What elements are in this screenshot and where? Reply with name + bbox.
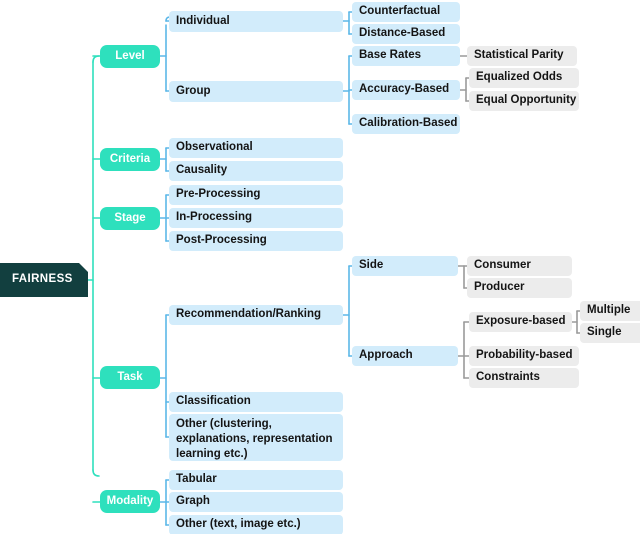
node-modality-other[interactable]: Other (text, image etc.): [169, 515, 343, 534]
node-producer[interactable]: Producer: [467, 278, 572, 298]
node-observational[interactable]: Observational: [169, 138, 343, 158]
node-label: Counterfactual: [359, 5, 441, 18]
branch-label: Stage: [114, 211, 146, 224]
node-label: Other (text, image etc.): [176, 518, 301, 531]
node-equal-opportunity[interactable]: Equal Opportunity: [469, 91, 579, 111]
node-counterfactual[interactable]: Counterfactual: [352, 2, 460, 22]
node-pre-processing[interactable]: Pre-Processing: [169, 185, 343, 205]
node-label: Group: [176, 84, 211, 97]
node-label: Consumer: [474, 259, 531, 272]
node-label: Statistical Parity: [474, 49, 564, 62]
node-label: Classification: [176, 395, 251, 408]
root-label: FAIRNESS: [12, 273, 73, 286]
node-label: Individual: [176, 14, 230, 27]
branch-label: Level: [115, 49, 145, 62]
node-label: Calibration-Based: [359, 117, 458, 130]
root-node-fairness[interactable]: FAIRNESS: [0, 263, 88, 297]
node-individual[interactable]: Individual: [169, 11, 343, 32]
node-exposure-based[interactable]: Exposure-based: [469, 312, 572, 332]
node-label: Base Rates: [359, 49, 422, 62]
node-side[interactable]: Side: [352, 256, 458, 276]
node-label: Other (clustering, explanations, represe…: [176, 418, 333, 460]
node-label: Tabular: [176, 473, 217, 486]
node-recommendation-ranking[interactable]: Recommendation/Ranking: [169, 305, 343, 325]
node-label: Multiple: [587, 304, 631, 317]
node-label: Observational: [176, 141, 253, 154]
node-post-processing[interactable]: Post-Processing: [169, 231, 343, 251]
node-label: Equalized Odds: [476, 71, 563, 84]
node-multiple[interactable]: Multiple: [580, 301, 640, 321]
node-accuracy-based[interactable]: Accuracy-Based: [352, 80, 460, 100]
node-equalized-odds[interactable]: Equalized Odds: [469, 68, 579, 88]
node-in-processing[interactable]: In-Processing: [169, 208, 343, 228]
node-label: Constraints: [476, 371, 540, 384]
node-label: Post-Processing: [176, 234, 267, 247]
node-label: Probability-based: [476, 349, 573, 362]
node-label: Recommendation/Ranking: [176, 308, 322, 321]
node-calibration-based[interactable]: Calibration-Based: [352, 114, 460, 134]
branch-label: Modality: [106, 494, 154, 507]
branch-node-level[interactable]: Level: [100, 45, 160, 68]
node-consumer[interactable]: Consumer: [467, 256, 572, 276]
folded-corner-icon: [79, 263, 88, 272]
node-label: Side: [359, 259, 384, 272]
node-task-other[interactable]: Other (clustering, explanations, represe…: [169, 414, 343, 461]
node-tabular[interactable]: Tabular: [169, 470, 343, 490]
node-label: Accuracy-Based: [359, 83, 450, 96]
node-distance-based[interactable]: Distance-Based: [352, 24, 460, 44]
edge-root-corner-top: [92, 55, 100, 63]
node-label: Producer: [474, 281, 525, 294]
node-label: In-Processing: [176, 211, 253, 224]
node-classification[interactable]: Classification: [169, 392, 343, 412]
branch-node-task[interactable]: Task: [100, 366, 160, 389]
branch-label: Task: [117, 370, 143, 383]
node-label: Approach: [359, 349, 413, 362]
branch-node-modality[interactable]: Modality: [100, 490, 160, 513]
node-causality[interactable]: Causality: [169, 161, 343, 181]
node-constraints[interactable]: Constraints: [469, 368, 579, 388]
node-label: Exposure-based: [476, 315, 566, 328]
node-label: Graph: [176, 495, 210, 508]
node-base-rates[interactable]: Base Rates: [352, 46, 460, 66]
node-label: Single: [587, 326, 622, 339]
node-label: Pre-Processing: [176, 188, 261, 201]
node-group[interactable]: Group: [169, 81, 343, 102]
edge-root-corner-bottom: [92, 469, 100, 477]
node-graph[interactable]: Graph: [169, 492, 343, 512]
branch-label: Criteria: [109, 152, 151, 165]
node-probability-based[interactable]: Probability-based: [469, 346, 579, 366]
node-label: Causality: [176, 164, 228, 177]
node-label: Equal Opportunity: [476, 94, 577, 107]
node-approach[interactable]: Approach: [352, 346, 458, 366]
branch-node-criteria[interactable]: Criteria: [100, 148, 160, 171]
node-label: Distance-Based: [359, 27, 446, 40]
node-statistical-parity[interactable]: Statistical Parity: [467, 46, 577, 66]
node-single[interactable]: Single: [580, 323, 640, 343]
branch-node-stage[interactable]: Stage: [100, 207, 160, 230]
